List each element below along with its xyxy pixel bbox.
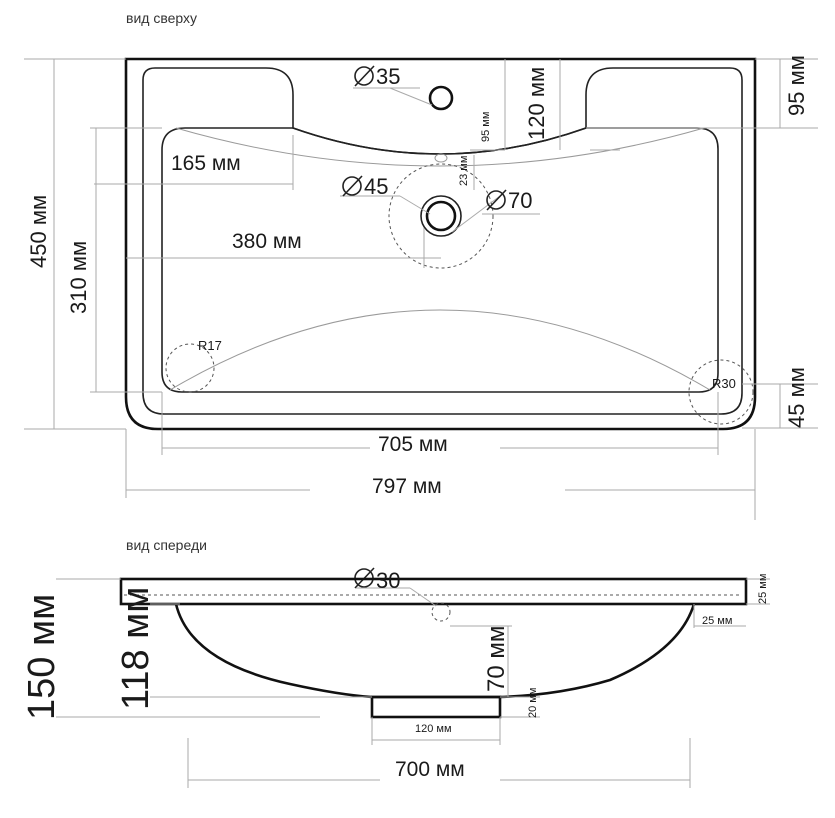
drain-zone-circle [388,163,494,269]
outer-outline [124,57,757,431]
drain-hole [425,200,457,232]
height-70-label: 70 мм [483,626,510,692]
drain-diameter-label: 45 [364,174,388,199]
faucet-diameter-label: 35 [376,64,400,89]
width-705-label: 705 мм [378,433,448,456]
width-700-label: 700 мм [395,758,465,781]
front-view [56,577,770,788]
radius-r30-circle [688,359,754,425]
width-380-label: 380 мм [232,230,302,253]
height-120-label: 120 мм [524,67,549,140]
diameter-symbol-70 [486,189,507,211]
drain-outer-ring [420,195,462,237]
height-45-label: 45 мм [784,367,809,428]
bowl-front-curve [169,309,711,391]
height-118-label: 118 мм [115,587,157,710]
height-23-label: 23 мм [458,156,470,186]
height-310-label: 310 мм [66,241,91,314]
countertop-slab [119,577,748,606]
diameter-symbol-45 [342,175,363,197]
radius-r17-circle [165,343,215,393]
radius-r30-label: R30 [712,376,736,391]
slab-height-25-label: 25 мм [757,574,769,604]
front-view-caption: вид спереди [126,537,207,553]
top-view-caption: вид сверху [126,10,197,26]
offset-25-label: 25 мм [702,615,732,627]
bowl-back-curve [175,127,705,167]
top-view [24,57,818,520]
width-120-label: 120 мм [415,723,452,735]
height-20-label: 20 мм [527,688,539,718]
overflow-diameter-label: 30 [376,568,400,593]
height-450-label: 450 мм [26,195,51,268]
front-overflow-hole [431,602,451,622]
diameter-symbol-35 [354,65,375,87]
width-165-label: 165 мм [171,152,241,175]
bowl-outline [161,127,719,393]
drain-zone-diameter-label: 70 [508,188,532,213]
height-95-label: 95 мм [784,55,809,116]
radius-r17-label: R17 [198,338,222,353]
width-797-label: 797 мм [372,475,442,498]
height-150-label: 150 мм [21,594,63,720]
overflow-hole [434,153,448,163]
faucet-hole [428,85,454,111]
height-95-small-label: 95 мм [480,112,492,142]
drain-foot [370,695,502,719]
front-bowl [174,603,696,699]
